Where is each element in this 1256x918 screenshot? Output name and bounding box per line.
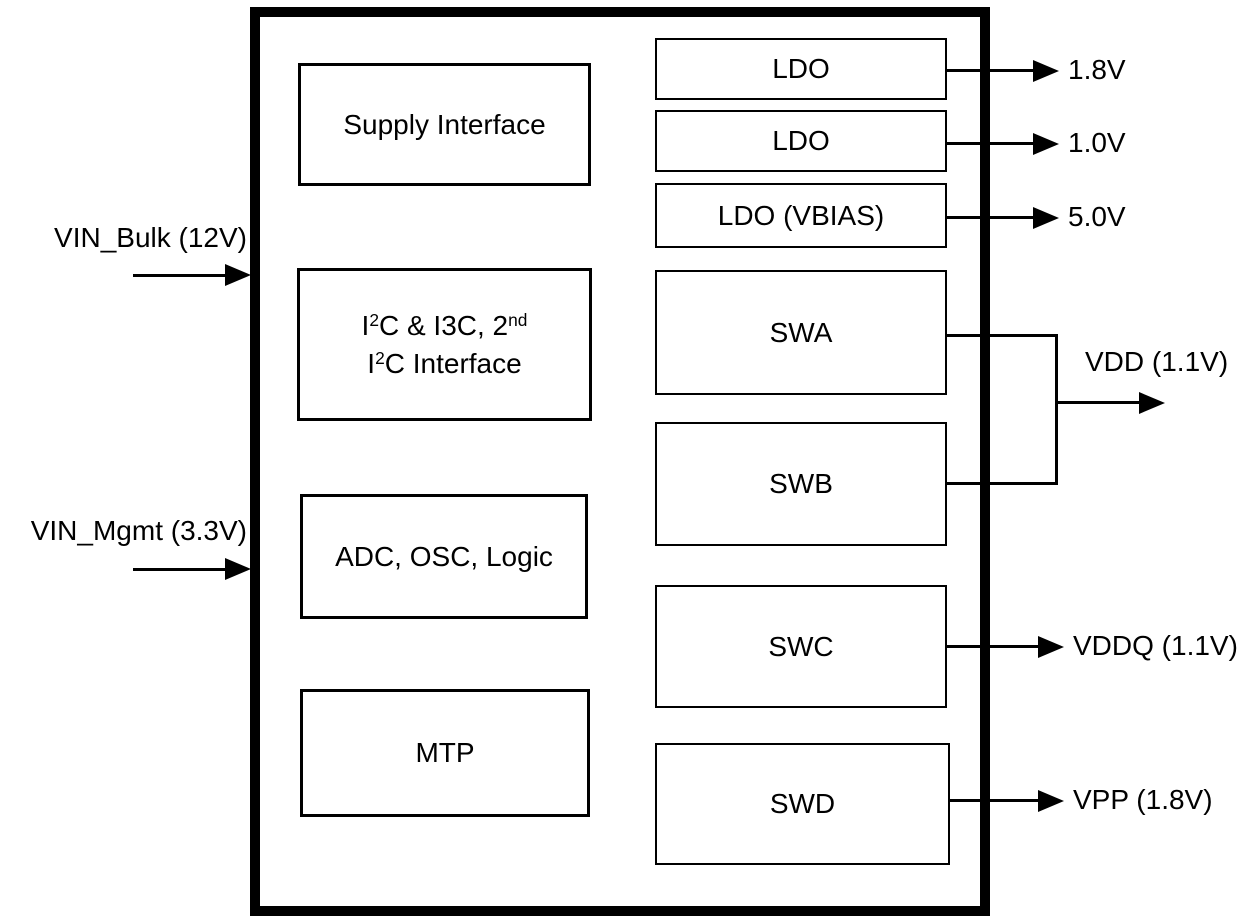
block-swc-label: SWC xyxy=(768,630,834,662)
block-adc-osc-logic: ADC, OSC, Logic xyxy=(300,494,588,619)
block-ldo-1: LDO xyxy=(655,38,947,100)
block-swa: SWA xyxy=(655,270,947,395)
block-supply-interface: Supply Interface xyxy=(298,63,591,186)
swb-output-line xyxy=(947,482,1058,485)
block-mtp-label: MTP xyxy=(415,737,475,768)
block-mtp: MTP xyxy=(300,689,590,817)
ldo1-output-line xyxy=(947,69,1035,72)
block-swb: SWB xyxy=(655,422,947,546)
block-adc-osc-logic-label: ADC, OSC, Logic xyxy=(335,540,553,572)
block-swd-label: SWD xyxy=(769,788,836,819)
block-ldo-vbias-label: LDO (VBIAS) xyxy=(717,199,885,231)
swd-arrowhead xyxy=(1038,790,1064,812)
output-label-vdd: VDD (1.1V) xyxy=(1085,346,1229,377)
block-ldo-2-label: LDO xyxy=(772,125,830,156)
ldo-vbias-arrowhead xyxy=(1033,207,1059,229)
block-ldo-1-label: LDO xyxy=(772,53,830,84)
block-swd: SWD xyxy=(655,743,950,865)
swc-output-line xyxy=(947,645,1038,648)
output-label-5v0: 5.0V xyxy=(1068,201,1126,232)
swd-output-line xyxy=(950,799,1038,802)
vin-bulk-arrowhead xyxy=(225,264,251,286)
vin-bulk-arrow-line xyxy=(133,274,225,277)
vdd-bus-line xyxy=(1055,334,1058,485)
block-swb-label: SWB xyxy=(769,468,833,499)
block-ldo-2: LDO xyxy=(655,110,947,172)
block-swa-label: SWA xyxy=(769,316,833,348)
output-label-vpp: VPP (1.8V) xyxy=(1073,784,1213,815)
block-supply-interface-label: Supply Interface xyxy=(343,108,546,140)
output-label-1v8: 1.8V xyxy=(1068,54,1126,85)
ldo1-arrowhead xyxy=(1033,60,1059,82)
vdd-arrowhead xyxy=(1139,392,1165,414)
swc-arrowhead xyxy=(1038,636,1064,658)
vin-mgmt-arrowhead xyxy=(225,558,251,580)
vin-bulk-label: VIN_Bulk (12V) xyxy=(54,222,247,253)
block-swc: SWC xyxy=(655,585,947,708)
vdd-arrow-line xyxy=(1056,401,1140,404)
ldo-vbias-output-line xyxy=(947,216,1035,219)
ldo2-arrowhead xyxy=(1033,133,1059,155)
ldo2-output-line xyxy=(947,142,1035,145)
output-label-vddq: VDDQ (1.1V) xyxy=(1073,630,1238,661)
vin-mgmt-arrow-line xyxy=(133,568,225,571)
swa-output-line xyxy=(947,334,1058,337)
block-ldo-vbias: LDO (VBIAS) xyxy=(655,183,947,248)
vin-mgmt-label: VIN_Mgmt (3.3V) xyxy=(30,515,247,546)
output-label-1v0: 1.0V xyxy=(1068,127,1126,158)
